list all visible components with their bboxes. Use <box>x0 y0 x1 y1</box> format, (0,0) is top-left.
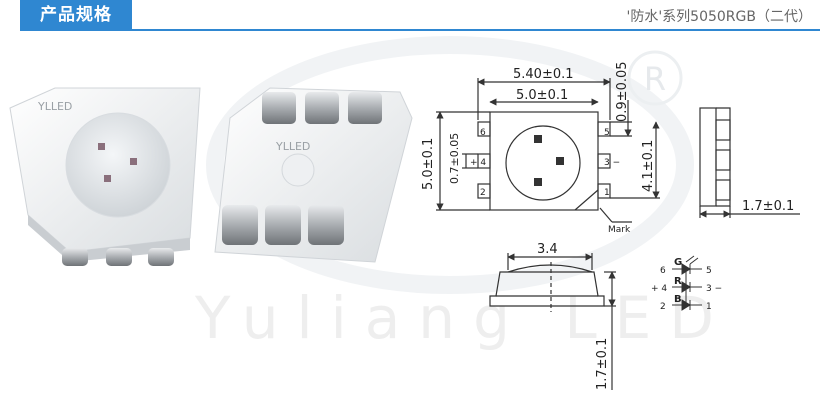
mark-leader <box>599 207 613 223</box>
dim-front-height: 1.7±0.1 <box>595 338 610 390</box>
dim-side-height: 1.7±0.1 <box>742 199 794 214</box>
led-die <box>130 158 137 165</box>
led-pad <box>348 92 382 124</box>
top-view-dies <box>534 135 564 186</box>
pin-label-3: 3 − <box>604 158 620 168</box>
led-bottom-dot <box>281 153 315 187</box>
pin-label-1: 1 <box>604 188 610 198</box>
schematic-label-r: R <box>674 276 682 287</box>
die-square <box>534 178 542 186</box>
chip-brand: YLLED <box>275 140 310 153</box>
led-lens <box>65 112 171 218</box>
led-pad <box>262 92 296 124</box>
pin-label-4: + 4 <box>470 158 486 168</box>
product-series-label: '防水'系列5050RGB（二代） <box>626 9 812 25</box>
led-die <box>104 175 111 182</box>
led-photo-bottom: YLLED <box>214 87 413 263</box>
top-view-pad-6 <box>477 121 491 137</box>
schematic-pin-6: 6 <box>660 266 666 276</box>
diode-red <box>681 281 691 293</box>
diode-green <box>681 263 691 275</box>
dim-pad-pitch: 0.7±0.05 <box>448 133 461 184</box>
side-view-pad <box>715 179 731 201</box>
top-view-pad-5 <box>597 121 611 137</box>
led-pad <box>305 92 339 124</box>
schematic-pin-5: 5 <box>706 266 712 276</box>
front-view-drawing <box>489 253 616 390</box>
chip-brand: YLLED <box>37 100 72 113</box>
led-pin <box>106 248 132 266</box>
section-title: 产品规格 <box>20 0 132 30</box>
led-pad <box>265 205 301 245</box>
led-die <box>98 143 105 150</box>
schematic-label-b: B <box>674 294 682 305</box>
dim-outer-width: 5.40±0.1 <box>513 67 574 82</box>
side-view-pad <box>715 119 731 141</box>
top-view-pad-4 <box>477 153 491 169</box>
dim-body-height: 5.0±0.1 <box>421 138 436 190</box>
schematic-pin-1: 1 <box>706 302 712 312</box>
dim-lens-width: 3.4 <box>537 242 558 257</box>
emission-arrow <box>685 255 695 263</box>
top-view-drawing <box>436 78 660 223</box>
schematic-pin-3: 3 − <box>706 284 722 294</box>
led-pad <box>308 205 344 245</box>
top-view-pad-1 <box>597 183 611 199</box>
dim-inner-width: 5.0±0.1 <box>516 88 568 103</box>
pin-label-5: 5 <box>604 128 610 138</box>
registered-circle <box>627 50 683 106</box>
pin-label-6: 6 <box>480 128 486 138</box>
die-square <box>556 157 564 165</box>
side-view-pad <box>715 149 731 171</box>
top-view-mark-corner <box>574 189 599 211</box>
led-pin <box>148 248 174 266</box>
mark-label: Mark <box>608 225 631 235</box>
led-photo-top: YLLED <box>9 87 201 266</box>
schematic-label-g: G <box>674 257 682 268</box>
emission-arrow <box>689 257 699 265</box>
side-view-body <box>699 107 717 207</box>
pin-label-2: 2 <box>480 188 486 198</box>
top-view-pad-3 <box>597 153 611 169</box>
led-pin <box>62 248 88 266</box>
dim-pad-height: 0.9±0.05 <box>615 61 630 122</box>
title-divider <box>20 29 820 31</box>
schematic-pin-4: + 4 <box>651 284 667 294</box>
top-view-pad-2 <box>477 183 491 199</box>
diode-blue <box>681 299 691 311</box>
watermark-ring <box>206 36 694 294</box>
schematic-drawing <box>672 255 702 311</box>
section-header: 产品规格 '防水'系列5050RGB（二代） <box>0 0 830 31</box>
schematic-pin-2: 2 <box>660 302 666 312</box>
registered-mark: R <box>644 60 666 98</box>
top-view-lens <box>505 125 581 201</box>
led-pad <box>222 205 258 245</box>
side-view-lens <box>716 107 731 207</box>
side-view-drawing <box>699 107 800 218</box>
die-square <box>534 135 542 143</box>
watermark: R Yuliang LED <box>194 36 732 352</box>
dim-pad-span: 4.1±0.1 <box>641 140 656 192</box>
watermark-text: Yuliang LED <box>194 284 732 352</box>
front-view-body <box>489 271 605 307</box>
